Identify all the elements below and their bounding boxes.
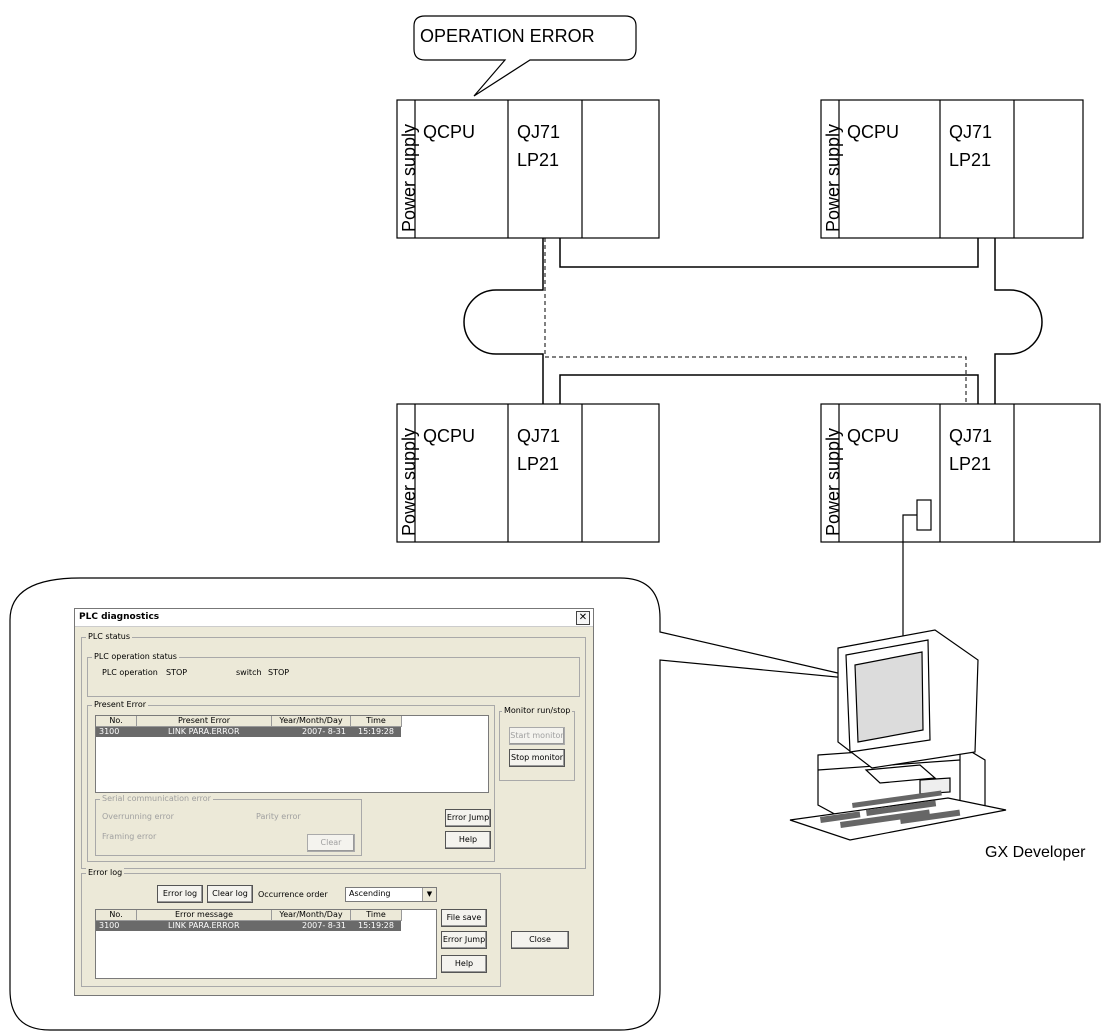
framing-error-label: Framing error	[102, 832, 157, 841]
plc-diagnostics-dialog: PLC diagnostics ✕ PLC status PLC operati…	[74, 608, 594, 996]
present-error-list[interactable]: No. Present Error Year/Month/Day Time 31…	[95, 715, 489, 793]
power-supply-label: Power supply	[399, 123, 419, 232]
row-date: 2007- 8-31	[302, 727, 346, 736]
present-error-group: Present Error	[87, 700, 495, 862]
serial-communication-error-group: Serial communication error Overrunning e…	[95, 794, 362, 856]
row-no: 3100	[99, 727, 120, 736]
column-header[interactable]: Time	[351, 716, 402, 727]
close-icon[interactable]: ✕	[576, 611, 590, 625]
power-supply-label: Power supply	[823, 123, 843, 232]
row-time: 15:19:28	[358, 921, 394, 930]
column-header[interactable]: No.	[96, 910, 137, 921]
close-button[interactable]: Close	[511, 931, 569, 949]
plc-operation-value: STOP	[166, 668, 188, 677]
occurrence-order-select[interactable]: Ascending ▼	[345, 887, 437, 902]
error-jump-button-log[interactable]: Error Jump	[441, 931, 487, 949]
cpu-label: QCPU	[847, 122, 900, 142]
help-button[interactable]: Help	[445, 831, 491, 849]
column-header[interactable]: Year/Month/Day	[272, 910, 351, 921]
monitor-run-stop-group: Monitor run/stop	[499, 706, 575, 781]
plc-operation-status-group: PLC operation status PLC operation STOP …	[87, 652, 580, 697]
switch-value: STOP	[268, 668, 290, 677]
plc-operation-label: PLC operation	[102, 668, 158, 677]
row-error: LINK PARA.ERROR	[168, 921, 240, 930]
cpu-label: QCPU	[423, 426, 476, 446]
column-header[interactable]: Time	[351, 910, 402, 921]
help-button-log[interactable]: Help	[441, 955, 487, 973]
overrunning-error-label: Overrunning error	[102, 812, 174, 821]
column-header[interactable]: Present Error	[137, 716, 272, 727]
error-log-group: Error log	[81, 868, 501, 987]
table-row[interactable]	[96, 921, 401, 931]
power-supply-label: Power supply	[399, 427, 419, 536]
error-log-button[interactable]: Error log	[157, 885, 203, 903]
error-jump-button[interactable]: Error Jump	[445, 809, 491, 827]
switch-label: switch	[236, 668, 262, 677]
chevron-down-icon[interactable]: ▼	[422, 888, 436, 901]
clear-log-button[interactable]: Clear log	[207, 885, 253, 903]
dialog-title: PLC diagnostics	[79, 612, 160, 622]
row-time: 15:19:28	[358, 727, 394, 736]
error-log-list[interactable]: No. Error message Year/Month/Day Time 31…	[95, 909, 437, 979]
gx-developer-label: GX Developer	[985, 844, 1086, 861]
stop-monitor-button[interactable]: Stop monitor	[509, 749, 565, 767]
cpu-label: QCPU	[423, 122, 476, 142]
dialog-titlebar: PLC diagnostics ✕	[75, 609, 593, 627]
start-monitor-button[interactable]: Start monitor	[509, 727, 565, 745]
operation-error-callout: OPERATION ERROR	[420, 26, 595, 46]
clear-button[interactable]: Clear	[307, 834, 355, 852]
row-date: 2007- 8-31	[302, 921, 346, 930]
column-header[interactable]: Error message	[137, 910, 272, 921]
row-error: LINK PARA.ERROR	[168, 727, 240, 736]
plc-status-group: PLC status	[81, 632, 586, 869]
power-supply-label: Power supply	[823, 427, 843, 536]
occurrence-order-label: Occurrence order	[258, 890, 328, 899]
column-header[interactable]: Year/Month/Day	[272, 716, 351, 727]
column-header[interactable]: No.	[96, 716, 137, 727]
file-save-button[interactable]: File save	[441, 909, 487, 927]
parity-error-label: Parity error	[256, 812, 301, 821]
table-row[interactable]	[96, 727, 401, 737]
row-no: 3100	[99, 921, 120, 930]
cpu-label: QCPU	[847, 426, 900, 446]
